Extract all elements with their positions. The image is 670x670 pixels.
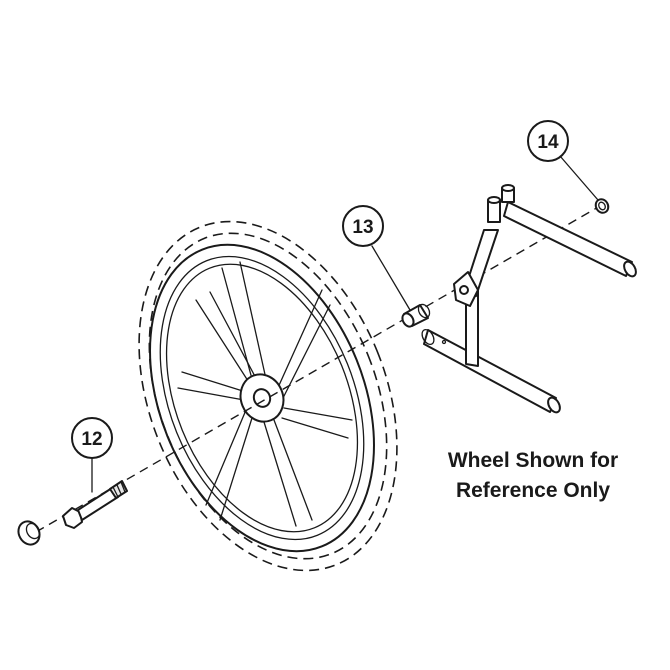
callout-14: 14 [527,120,569,162]
callout-14-leader [559,155,599,201]
callout-13-leader [371,245,411,311]
reference-note-line-2: Reference Only [456,479,610,502]
wheel-rim-outer [149,243,375,553]
wheel-hub-bore [252,388,272,408]
callout-12-label: 12 [81,429,102,450]
callout-13-label: 13 [352,217,373,238]
wheel-hub-outer [239,373,285,423]
wheel-tire-outer-outline [138,220,398,572]
wheel-spokes [177,261,353,527]
assembly-axis-line [35,205,601,533]
reference-note-line-1: Wheel Shown for [448,449,618,472]
wheel-rim-inner-2 [165,263,359,533]
wheel-rim-inner [159,255,365,541]
axle-frame-bracket [421,184,637,414]
callout-14-label: 14 [537,132,559,153]
lower-axle-tube [423,329,557,413]
mounting-plate [453,271,479,307]
part-12-axle-bolt [17,480,128,546]
bolt-hex-head [62,507,83,529]
reference-wheel [138,220,398,572]
nut-body [594,198,610,214]
part-14-nut [594,198,610,214]
upper-axle-tube [503,201,633,277]
part-13-spacer [401,303,431,328]
callout-12: 12 [71,417,113,459]
callout-13: 13 [342,205,384,247]
